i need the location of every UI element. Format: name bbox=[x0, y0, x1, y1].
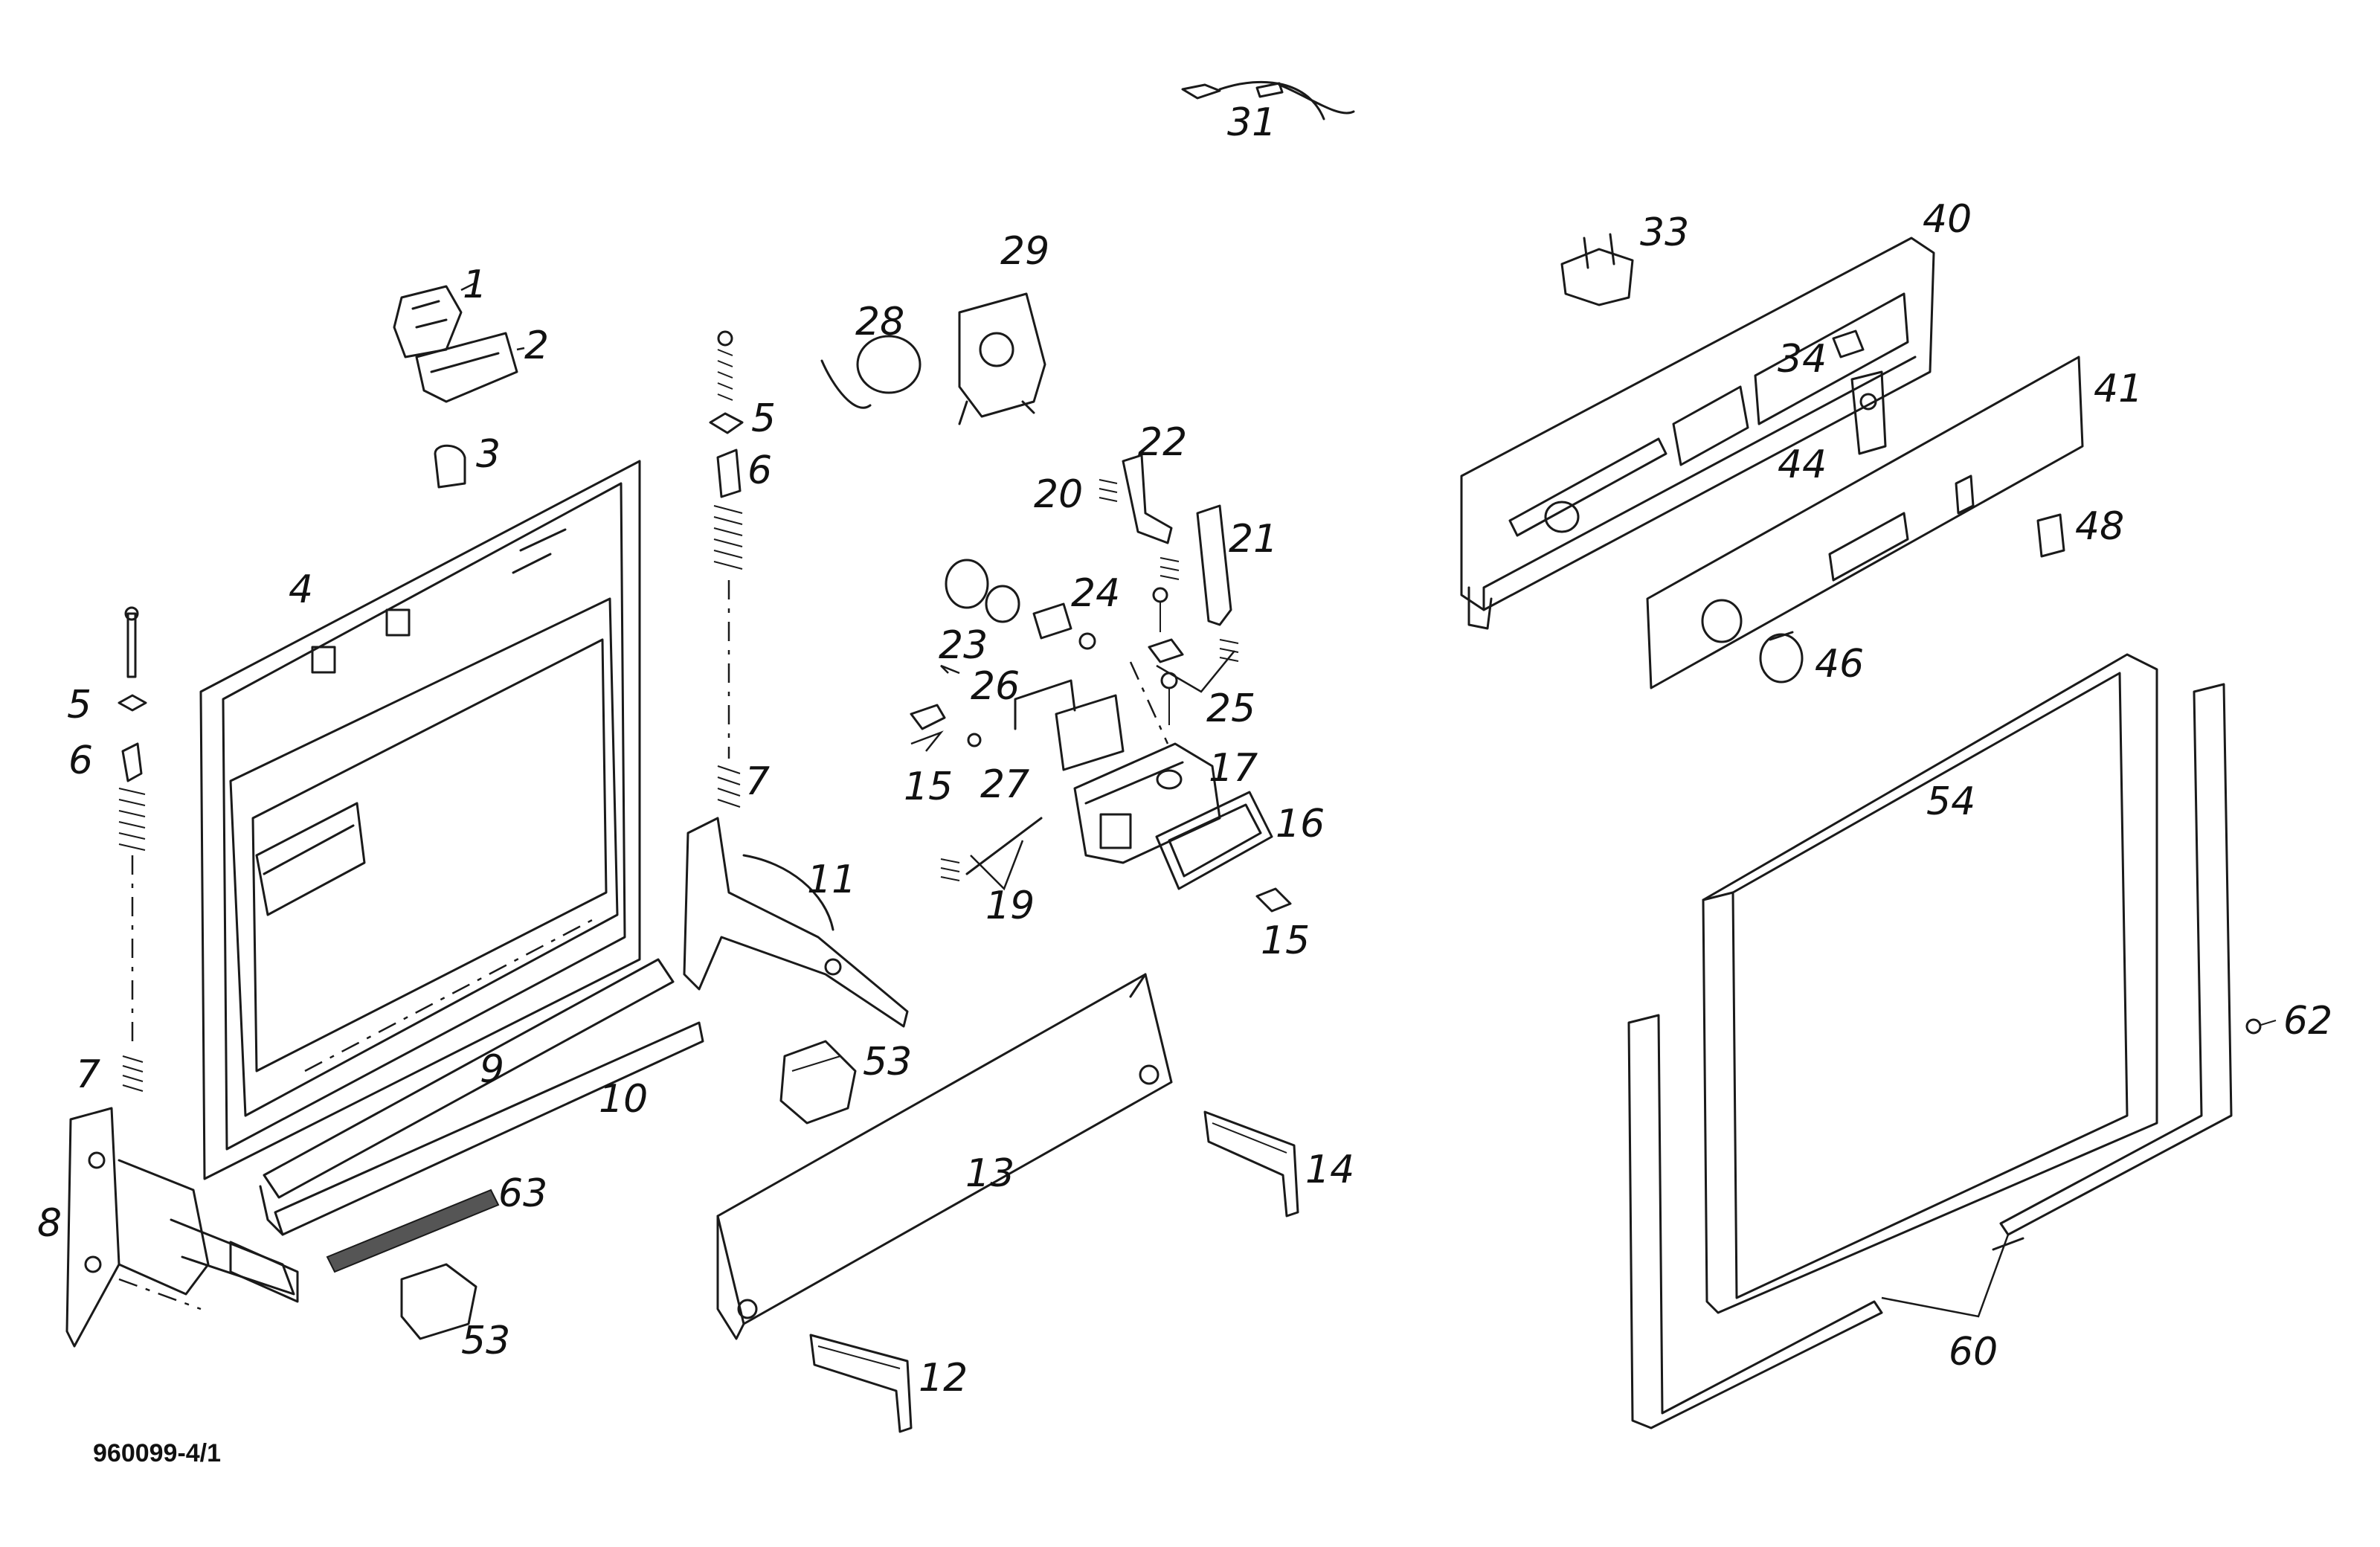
callout-24: 24 bbox=[1071, 571, 1120, 616]
part-29-timer bbox=[958, 292, 1046, 425]
callout-13: 13 bbox=[965, 1151, 1014, 1196]
callout-34: 34 bbox=[1778, 337, 1827, 382]
callout-44: 44 bbox=[1778, 443, 1827, 487]
callout-14: 14 bbox=[1305, 1148, 1354, 1192]
part-53-pad-upper bbox=[779, 1040, 857, 1125]
part-17-lock-housing bbox=[1073, 661, 1221, 864]
callout-23: 23 bbox=[939, 623, 988, 668]
part-53-pad-lower bbox=[400, 1263, 477, 1340]
callout-16: 16 bbox=[1276, 802, 1325, 846]
callout-20: 20 bbox=[1034, 472, 1083, 517]
part-63-gasket bbox=[326, 1189, 500, 1273]
callout-63: 63 bbox=[498, 1171, 547, 1216]
part-13-front-panel bbox=[716, 973, 1173, 1340]
leader-lines bbox=[460, 281, 2010, 1318]
part-41-fascia bbox=[1646, 356, 2084, 689]
part-25-screws bbox=[1148, 587, 1239, 725]
part-44-holder bbox=[1850, 370, 1887, 455]
part-12-bracket bbox=[809, 1334, 913, 1433]
part-24-bushing bbox=[1032, 602, 1096, 650]
part-7-left-spring bbox=[122, 1055, 144, 1092]
callout-46: 46 bbox=[1815, 642, 1864, 686]
callout-2: 2 bbox=[524, 324, 549, 368]
part-1-latch bbox=[393, 285, 463, 358]
part-5-left-nut bbox=[118, 694, 147, 712]
callout-29: 29 bbox=[1000, 229, 1049, 274]
callout-48: 48 bbox=[2075, 504, 2124, 549]
part-34-clip bbox=[1832, 329, 1865, 358]
callout-5-left: 5 bbox=[67, 683, 91, 727]
callout-19: 19 bbox=[985, 884, 1035, 928]
part-5-right-screw bbox=[717, 330, 733, 401]
callout-21: 21 bbox=[1229, 517, 1278, 562]
part-6-left-spring bbox=[118, 742, 146, 851]
callout-15-upper: 15 bbox=[904, 765, 953, 809]
part-54-outer-panel bbox=[1702, 653, 2158, 1314]
callout-60: 60 bbox=[1949, 1330, 1998, 1374]
part-6-right-spring bbox=[713, 448, 743, 570]
callout-labels: 1 2 3 4 5 5 6 6 7 7 8 9 10 11 12 13 14 1… bbox=[37, 100, 2332, 1400]
callout-41: 41 bbox=[2094, 367, 2143, 411]
callout-25: 25 bbox=[1206, 686, 1255, 731]
part-7-right-spring bbox=[717, 765, 741, 808]
callout-53-upper: 53 bbox=[863, 1040, 912, 1084]
part-31-cable bbox=[1181, 80, 1355, 120]
callout-1: 1 bbox=[463, 263, 487, 307]
callout-26: 26 bbox=[971, 664, 1020, 709]
part-16-seal bbox=[1155, 791, 1273, 890]
part-3-clip bbox=[434, 444, 466, 489]
callout-6-right: 6 bbox=[747, 448, 772, 493]
part-19-spring bbox=[940, 817, 1043, 881]
callout-33: 33 bbox=[1640, 210, 1689, 255]
part-8-hinge bbox=[65, 1107, 299, 1348]
callout-12: 12 bbox=[919, 1356, 968, 1400]
callout-15-lower: 15 bbox=[1261, 919, 1310, 963]
callout-27: 27 bbox=[980, 762, 1029, 807]
part-27-cover bbox=[1055, 694, 1125, 771]
callout-6-left: 6 bbox=[68, 739, 93, 783]
part-5-right-nut bbox=[709, 412, 744, 434]
callout-5-right: 5 bbox=[751, 396, 776, 441]
part-26-wire-clip bbox=[1014, 679, 1076, 730]
callout-22: 22 bbox=[1138, 420, 1187, 465]
callout-4: 4 bbox=[289, 567, 313, 612]
part-5-left-screw bbox=[124, 606, 139, 678]
part-21-slide bbox=[1160, 504, 1232, 626]
part-2-catch bbox=[415, 332, 518, 403]
callout-9: 9 bbox=[480, 1047, 504, 1092]
part-62-screw bbox=[2245, 1018, 2277, 1035]
part-33-bracket bbox=[1560, 233, 1634, 306]
part-10-trim bbox=[259, 1021, 704, 1236]
callout-7-right: 7 bbox=[745, 759, 770, 804]
callout-17: 17 bbox=[1209, 746, 1258, 791]
part-14-bracket bbox=[1203, 1110, 1299, 1218]
part-46-knob bbox=[1759, 631, 1804, 684]
callout-7-left: 7 bbox=[76, 1052, 100, 1097]
callout-54: 54 bbox=[1926, 779, 1975, 824]
part-20-spring bbox=[1099, 479, 1118, 502]
drawing-reference-number: 960099-4/1 bbox=[93, 1439, 221, 1467]
callout-11: 11 bbox=[807, 858, 856, 902]
callout-8: 8 bbox=[37, 1201, 62, 1246]
part-11-hinge-arm bbox=[683, 817, 909, 1028]
part-9-strip bbox=[263, 958, 675, 1199]
part-22-lever bbox=[1122, 454, 1173, 544]
part-28-knob bbox=[820, 335, 922, 409]
part-48-button bbox=[2036, 513, 2065, 558]
part-23-grommet bbox=[945, 559, 1020, 623]
callout-53-lower: 53 bbox=[461, 1319, 510, 1363]
callout-3: 3 bbox=[476, 432, 501, 477]
callout-28: 28 bbox=[855, 300, 904, 344]
part-40-control-housing bbox=[1460, 237, 1935, 630]
callout-31: 31 bbox=[1227, 100, 1276, 145]
callout-62: 62 bbox=[2283, 999, 2332, 1043]
part-15-pin-lower bbox=[1255, 887, 1292, 913]
callout-10: 10 bbox=[599, 1077, 648, 1122]
part-4-inner-door bbox=[199, 460, 641, 1180]
part-15-pin-upper bbox=[910, 704, 982, 747]
callout-40: 40 bbox=[1923, 197, 1972, 242]
